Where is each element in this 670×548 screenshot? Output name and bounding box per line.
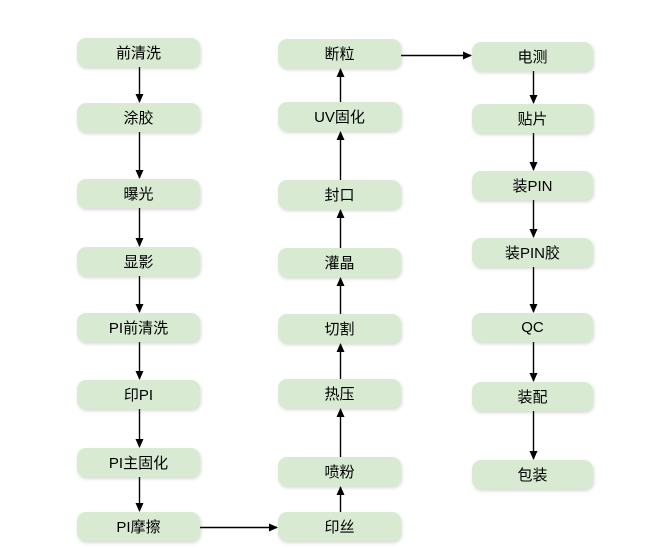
flow-node-assemble: 装配 [472, 382, 593, 411]
flow-node-silk-print: 印丝 [278, 512, 401, 541]
flow-node-powder-spray: 喷粉 [278, 457, 401, 486]
flow-node-hot-press: 热压 [278, 379, 401, 408]
flow-node-develop: 显影 [77, 247, 200, 276]
flow-node-uv-cure: UV固化 [278, 102, 401, 131]
flow-node-exposure: 曝光 [77, 179, 200, 208]
flow-node-qc: QC [472, 313, 593, 342]
flow-node-mount-chip: 贴片 [472, 104, 593, 133]
flow-node-pin-glue: 装PIN胶 [472, 238, 593, 267]
flow-node-pi-pre-clean: PI前清洗 [77, 313, 200, 342]
flow-node-cut: 切割 [278, 314, 401, 343]
flow-node-pi-main-cure: PI主固化 [77, 448, 200, 477]
flow-node-pi-print: 印PI [77, 380, 200, 409]
flow-node-packing: 包装 [472, 460, 593, 489]
flow-node-grain-break: 断粒 [278, 39, 401, 68]
flow-node-lc-fill: 灌晶 [278, 248, 401, 277]
flow-node-pi-rub: PI摩擦 [77, 512, 200, 541]
flow-node-seal: 封口 [278, 180, 401, 209]
flow-node-electrical-test: 电测 [472, 42, 593, 71]
flow-node-pre-clean: 前清洗 [77, 38, 200, 67]
flow-node-coating: 涂胶 [77, 103, 200, 132]
flow-node-pin-assemble: 装PIN [472, 171, 593, 200]
